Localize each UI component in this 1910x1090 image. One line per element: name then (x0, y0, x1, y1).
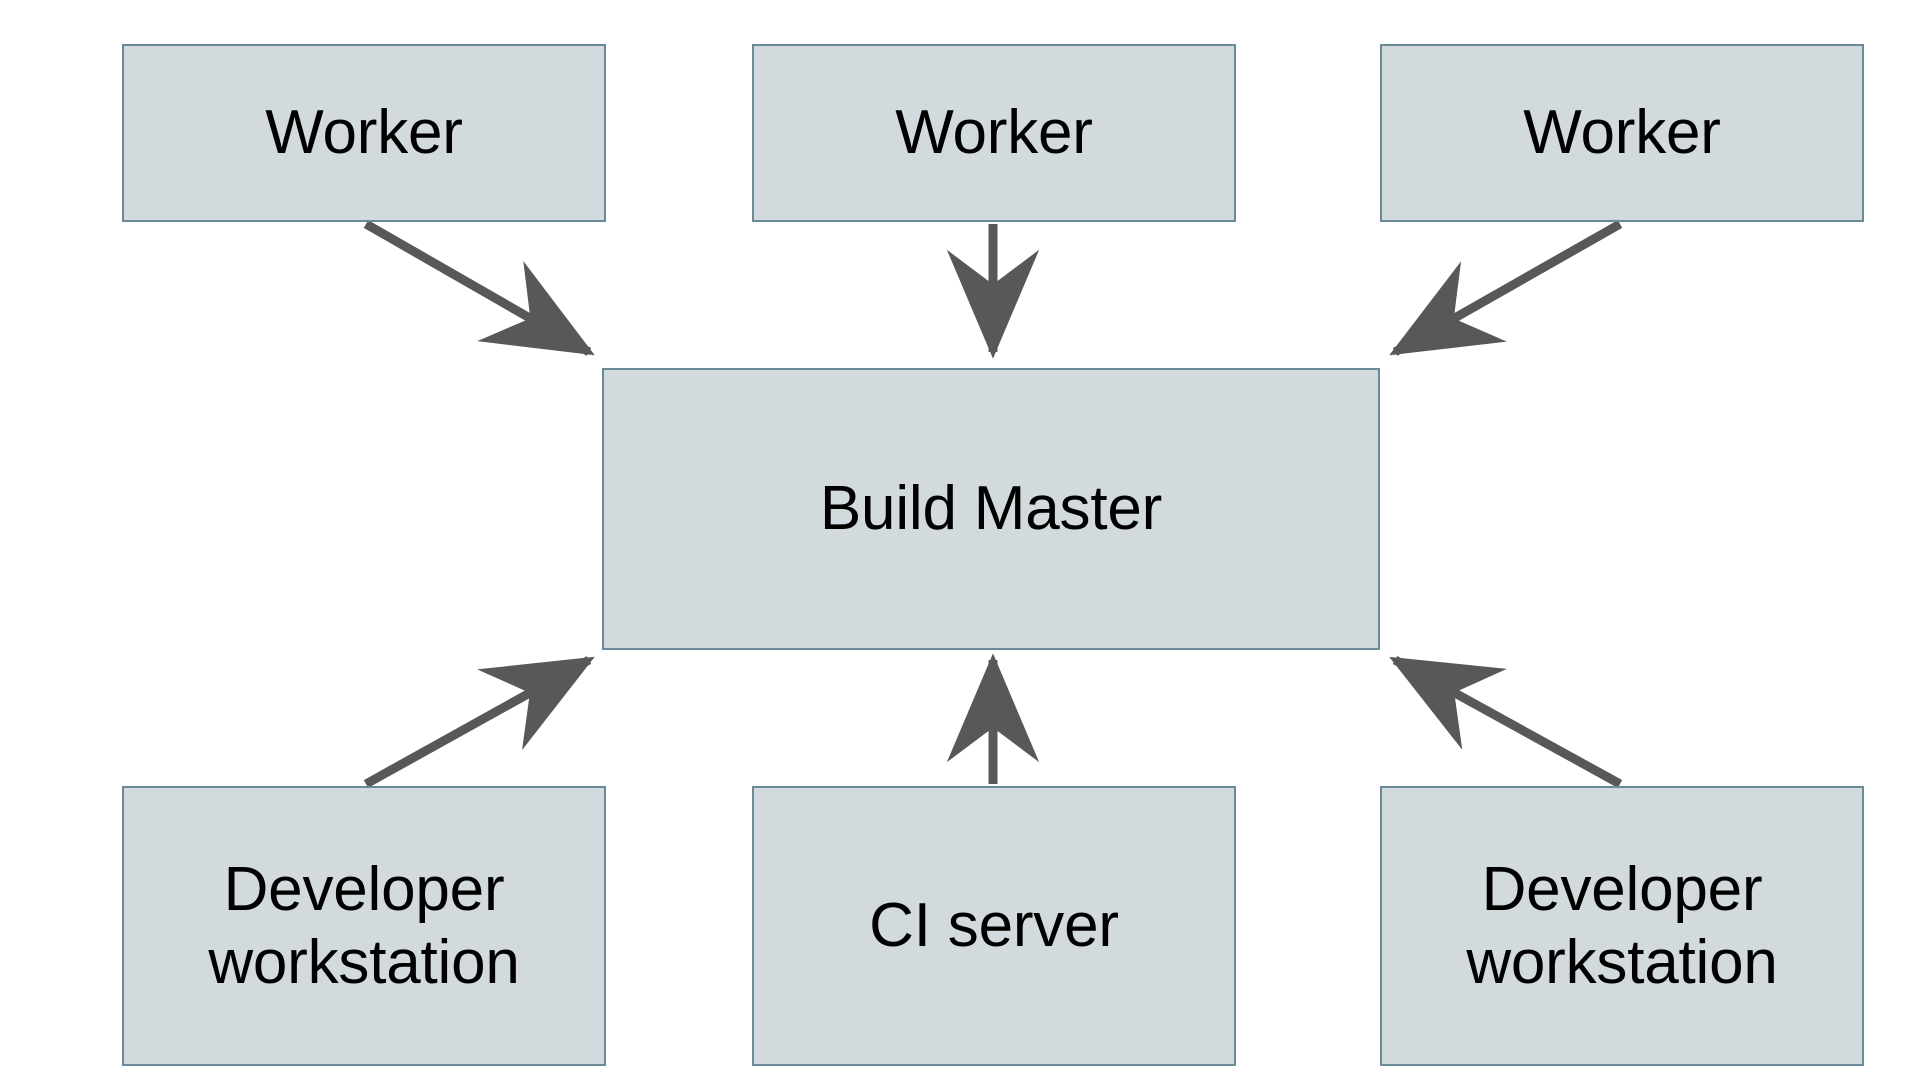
edge-worker-3-to-build-master (1389, 220, 1623, 356)
node-developer-workstation-2-label: Developer workstation (1466, 854, 1778, 997)
node-ci-server[interactable]: CI server (752, 786, 1236, 1066)
node-ci-server-label: CI server (869, 891, 1119, 961)
node-build-master[interactable]: Build Master (602, 368, 1380, 650)
node-worker-1[interactable]: Worker (122, 44, 606, 222)
node-developer-workstation-1-label: Developer workstation (208, 854, 520, 997)
node-build-master-label: Build Master (819, 474, 1163, 544)
node-worker-2-label: Worker (895, 98, 1093, 168)
node-worker-3-label: Worker (1523, 98, 1721, 168)
node-worker-2[interactable]: Worker (752, 44, 1236, 222)
node-developer-workstation-1[interactable]: Developer workstation (122, 786, 606, 1066)
edge-dev-ws-2-to-build-master (1389, 656, 1623, 788)
node-developer-workstation-2[interactable]: Developer workstation (1380, 786, 1864, 1066)
edge-dev-ws-1-to-build-master (363, 656, 595, 788)
node-worker-3[interactable]: Worker (1380, 44, 1864, 222)
node-worker-1-label: Worker (265, 98, 463, 168)
edge-worker-1-to-build-master (363, 220, 595, 356)
